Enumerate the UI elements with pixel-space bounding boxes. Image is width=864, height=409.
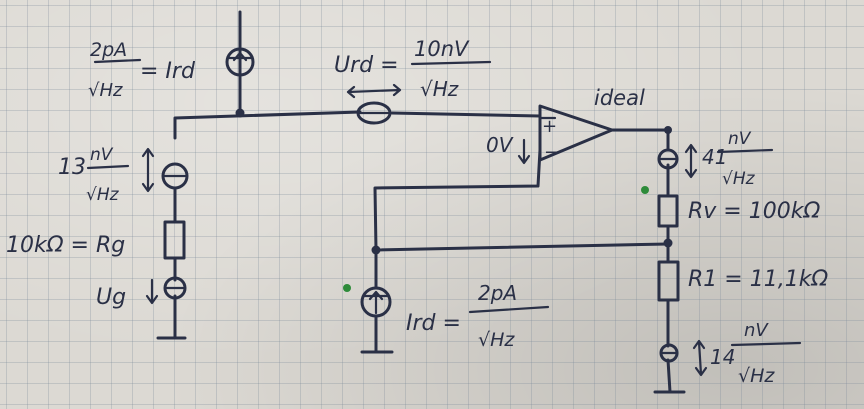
wires — [156, 10, 686, 394]
rg-noise-denominator: √Hz — [86, 185, 120, 205]
urd-name: Urd = — [334, 53, 399, 78]
r1-noise-source-icon — [659, 339, 708, 377]
rv-noise-prefix: 41 — [702, 145, 727, 169]
offset-label: 0V — [486, 133, 514, 157]
ideal-label: ideal — [594, 86, 645, 110]
top-current-numerator: 2pA — [90, 39, 127, 61]
top-current-denominator: √Hz — [88, 80, 123, 101]
ug-label: Ug — [96, 285, 126, 310]
top-current-name: = Ird — [140, 59, 196, 84]
r1-noise-numerator: nV — [744, 320, 769, 341]
rg-noise-prefix: 13 — [58, 155, 86, 180]
rg-noise-numerator: nV — [90, 145, 114, 165]
opamp-minus: − — [544, 142, 559, 163]
rg-resistor-icon — [163, 220, 186, 260]
r1-label: R1 = 11,1kΩ — [688, 267, 828, 292]
marker-dot — [641, 186, 649, 194]
ug-source-icon — [145, 276, 187, 305]
bottom-current-denominator: √Hz — [478, 329, 515, 351]
rg-label: 10kΩ = Rg — [6, 233, 125, 258]
rv-noise-numerator: nV — [728, 129, 752, 149]
opamp-plus: + — [542, 116, 557, 137]
junction-dots — [235, 108, 673, 255]
rg-noise-source-icon — [141, 147, 189, 193]
rv-label: Rv = 100kΩ — [688, 199, 820, 224]
urd-numerator: 10nV — [414, 37, 470, 61]
top-current-source-icon — [225, 47, 255, 77]
r1-noise-denominator: √Hz — [738, 365, 775, 387]
rv-noise-denominator: √Hz — [722, 169, 756, 189]
urd-voltage-source-icon — [346, 83, 402, 125]
bottom-current-source-icon — [360, 286, 392, 318]
urd-denominator: √Hz — [420, 77, 459, 101]
offset-arrow-icon — [517, 138, 531, 165]
r1-resistor-icon — [657, 260, 680, 302]
op-amp-icon — [538, 104, 614, 162]
bottom-current-name: Ird = — [406, 311, 461, 336]
rv-resistor-icon — [657, 194, 679, 228]
rv-noise-source-icon — [657, 143, 698, 179]
r1-noise-prefix: 14 — [710, 345, 735, 369]
bottom-current-numerator: 2pA — [478, 281, 517, 305]
fraction-bars — [86, 58, 802, 347]
marker-dot — [343, 284, 351, 292]
